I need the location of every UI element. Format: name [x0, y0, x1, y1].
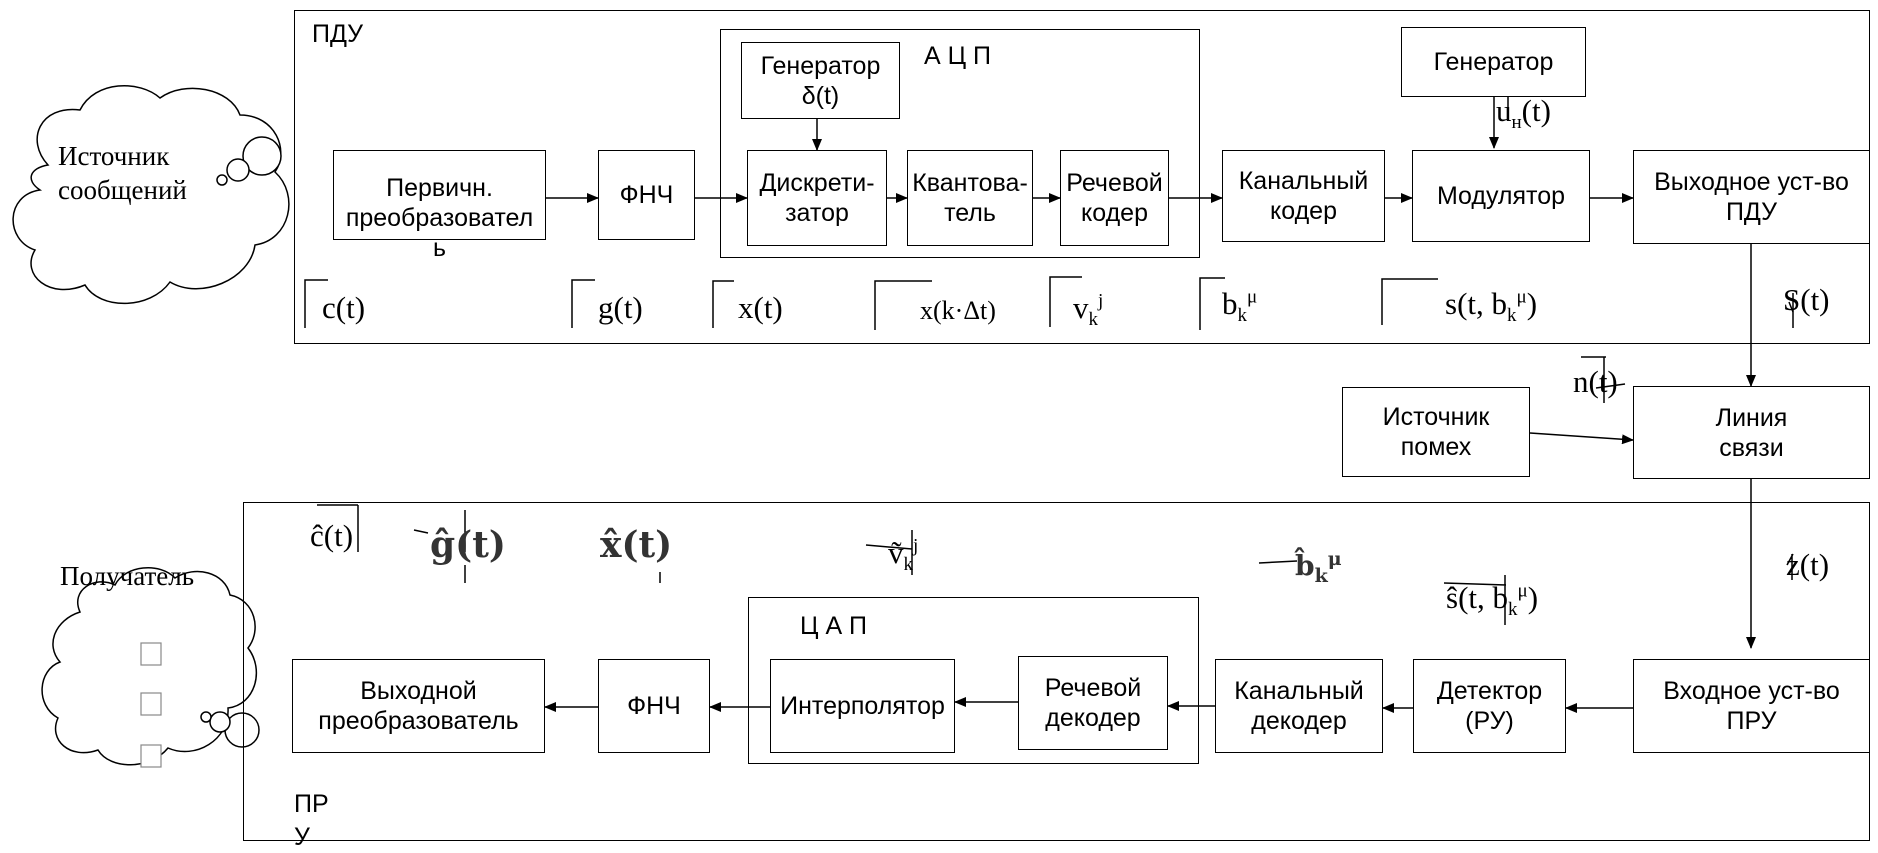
receiver-placeholder-1 — [140, 642, 162, 666]
output-converter-block: Выходной преобразователь — [292, 659, 545, 753]
pdu-label: ПДУ — [312, 20, 364, 48]
source-label: Источник сообщений — [58, 141, 187, 205]
signal-g: g(t) — [598, 290, 643, 325]
adc-label: А Ц П — [924, 42, 992, 70]
receiver-placeholder-3 — [140, 744, 162, 768]
channel-coder-block: Канальный кодер — [1222, 150, 1385, 242]
signal-s: s(t, bkμ) — [1445, 286, 1538, 327]
signal-g-hat: ĝ(t) — [430, 524, 506, 566]
receiver-placeholder-2 — [140, 692, 162, 716]
receiver-cloud — [41, 567, 260, 766]
signal-S: S(t) — [1783, 282, 1830, 317]
quantizer-block: Квантова- тель — [907, 150, 1033, 246]
interpolator-block: Интерполятор — [770, 659, 955, 753]
input-device-block: Входное уст-во ПРУ — [1633, 659, 1870, 753]
lpf-block-rx: ФНЧ — [598, 659, 710, 753]
signal-xk: x(k·Δt) — [920, 296, 996, 325]
delta-generator-block: Генератор δ(t) — [741, 42, 900, 119]
detector-block: Детектор (РУ) — [1413, 659, 1566, 753]
signal-x: x(t) — [738, 290, 783, 325]
signal-s-hat: ŝ(t, bkμ) — [1446, 580, 1539, 621]
adc-frame — [720, 29, 1200, 258]
signal-b-hat: b̂kμ — [1295, 548, 1342, 587]
receiver-label: Получатель — [60, 561, 195, 591]
dac-label: Ц А П — [800, 612, 868, 640]
sampler-block: Дискрети- затор — [747, 150, 887, 246]
speech-coder-block: Речевой кодер — [1060, 150, 1169, 246]
signal-u: uн(t) — [1496, 93, 1551, 134]
generator-block: Генератор — [1401, 27, 1586, 97]
channel-decoder-block: Канальный декодер — [1215, 659, 1383, 753]
modulator-block: Модулятор — [1412, 150, 1590, 242]
signal-z: z(t) — [1786, 547, 1830, 582]
output-device-block: Выходное уст-во ПДУ — [1633, 150, 1870, 244]
signal-v-tilde: ṽkj — [888, 535, 919, 576]
signal-v: vkj — [1073, 290, 1104, 331]
signal-n: n(t) — [1573, 364, 1618, 399]
arrow-noise-to-line — [1529, 432, 1634, 445]
speech-decoder-block: Речевой декодер — [1018, 656, 1168, 750]
dac-frame — [748, 597, 1199, 764]
source-cloud — [12, 84, 290, 305]
lpf-block-tx: ФНЧ — [598, 150, 695, 240]
pru-label: ПР У — [294, 790, 329, 851]
signal-x-hat: x̂(t) — [600, 524, 673, 566]
signal-b: bkμ — [1222, 286, 1258, 327]
primary-converter-block: Первичн. преобразовател ь — [333, 150, 546, 262]
signal-c: c(t) — [322, 290, 366, 325]
noise-source-block: Источник помех — [1342, 387, 1530, 477]
signal-c-hat: ĉ(t) — [310, 518, 354, 553]
communication-line-block: Линия связи — [1633, 386, 1870, 479]
